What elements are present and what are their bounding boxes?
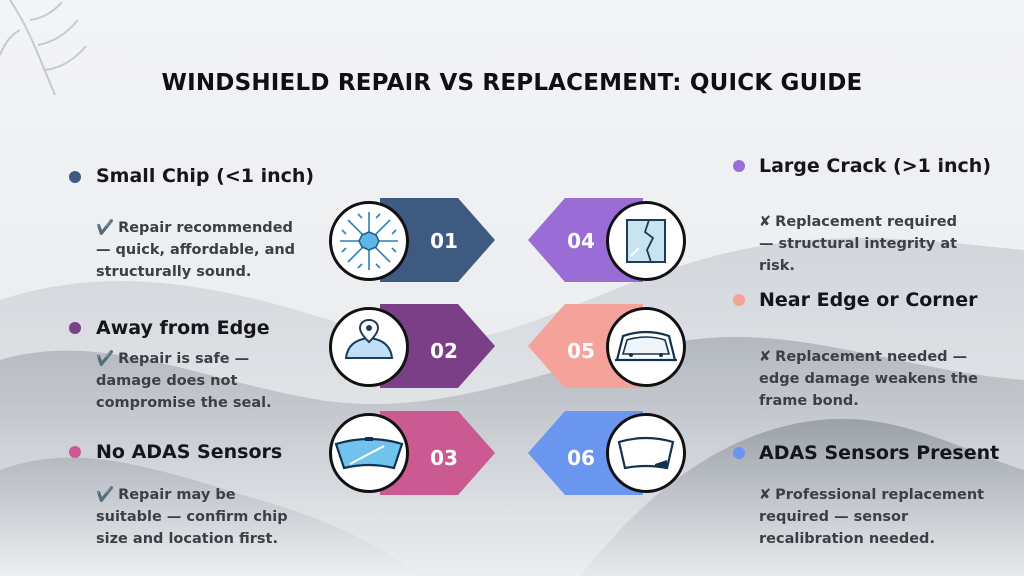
page-title: WINDSHIELD REPAIR VS REPLACEMENT: QUICK …	[161, 70, 863, 96]
step-05-heading: Near Edge or Corner	[759, 289, 978, 311]
step-06-dot	[733, 447, 745, 459]
step-03-heading: No ADAS Sensors	[96, 441, 283, 463]
windshield-wiper-icon	[334, 437, 404, 470]
step-03-number: 03	[430, 446, 458, 470]
step-04-description: ✘Replacement required — structural integ…	[759, 211, 959, 277]
step-01-heading: Small Chip (<1 inch)	[96, 165, 315, 187]
step-05-text: Replacement needed — edge damage weakens…	[759, 349, 978, 409]
step-03-arrow	[380, 411, 495, 495]
step-05-description: ✘Replacement needed — edge damage weaken…	[759, 346, 984, 412]
step-02-text: Repair is safe — damage does not comprom…	[96, 351, 272, 411]
step-01-dot	[69, 171, 81, 183]
step-03-arrow-shape	[380, 411, 495, 495]
step-02-arrow-shape	[380, 304, 495, 388]
step-06-cross-icon: ✘	[759, 487, 772, 503]
chip-star-icon	[340, 212, 398, 270]
cracked-glass-icon	[626, 219, 666, 263]
step-02-dot	[69, 322, 81, 334]
step-01-description: ✔️Repair recommended — quick, affordable…	[96, 217, 296, 283]
step-03-check-icon: ✔️	[96, 487, 115, 503]
step-03-dot	[69, 446, 81, 458]
step-04-number: 04	[567, 229, 595, 253]
step-02-icon-circle	[329, 307, 409, 387]
windshield-pin-icon	[344, 318, 394, 359]
step-06-description: ✘Professional replacement required — sen…	[759, 484, 1009, 550]
step-02-check-icon: ✔️	[96, 351, 115, 367]
step-03-text: Repair may be suitable — confirm chip si…	[96, 487, 288, 547]
step-01-text: Repair recommended — quick, affordable, …	[96, 220, 296, 280]
step-05-cross-icon: ✘	[759, 349, 772, 365]
step-01-check-icon: ✔️	[96, 220, 115, 236]
step-03-icon-circle	[329, 413, 409, 493]
step-04-dot	[733, 160, 745, 172]
step-01-number: 01	[430, 229, 458, 253]
step-05-number: 05	[567, 339, 595, 363]
step-06-text: Professional replacement required — sens…	[759, 487, 985, 547]
step-06-icon-circle	[606, 413, 686, 493]
step-04-icon-circle	[606, 201, 686, 281]
step-04-cross-icon: ✘	[759, 214, 772, 230]
step-02-description: ✔️Repair is safe — damage does not compr…	[96, 348, 286, 414]
step-01-icon-circle	[329, 201, 409, 281]
step-02-number: 02	[430, 339, 458, 363]
step-03-description: ✔️Repair may be suitable — confirm chip …	[96, 484, 306, 550]
step-06-number: 06	[567, 446, 595, 470]
step-02-heading: Away from Edge	[96, 317, 270, 339]
car-windshield-icon	[615, 330, 677, 362]
step-01-arrow	[380, 198, 495, 282]
step-01-arrow-shape	[380, 198, 495, 282]
step-05-dot	[733, 294, 745, 306]
step-04-heading: Large Crack (>1 inch)	[759, 155, 991, 177]
step-04-text: Replacement required — structural integr…	[759, 214, 958, 274]
step-05-icon-circle	[606, 307, 686, 387]
step-06-heading: ADAS Sensors Present	[759, 442, 1000, 464]
step-02-arrow	[380, 304, 495, 388]
windshield-corner-icon	[617, 436, 675, 470]
